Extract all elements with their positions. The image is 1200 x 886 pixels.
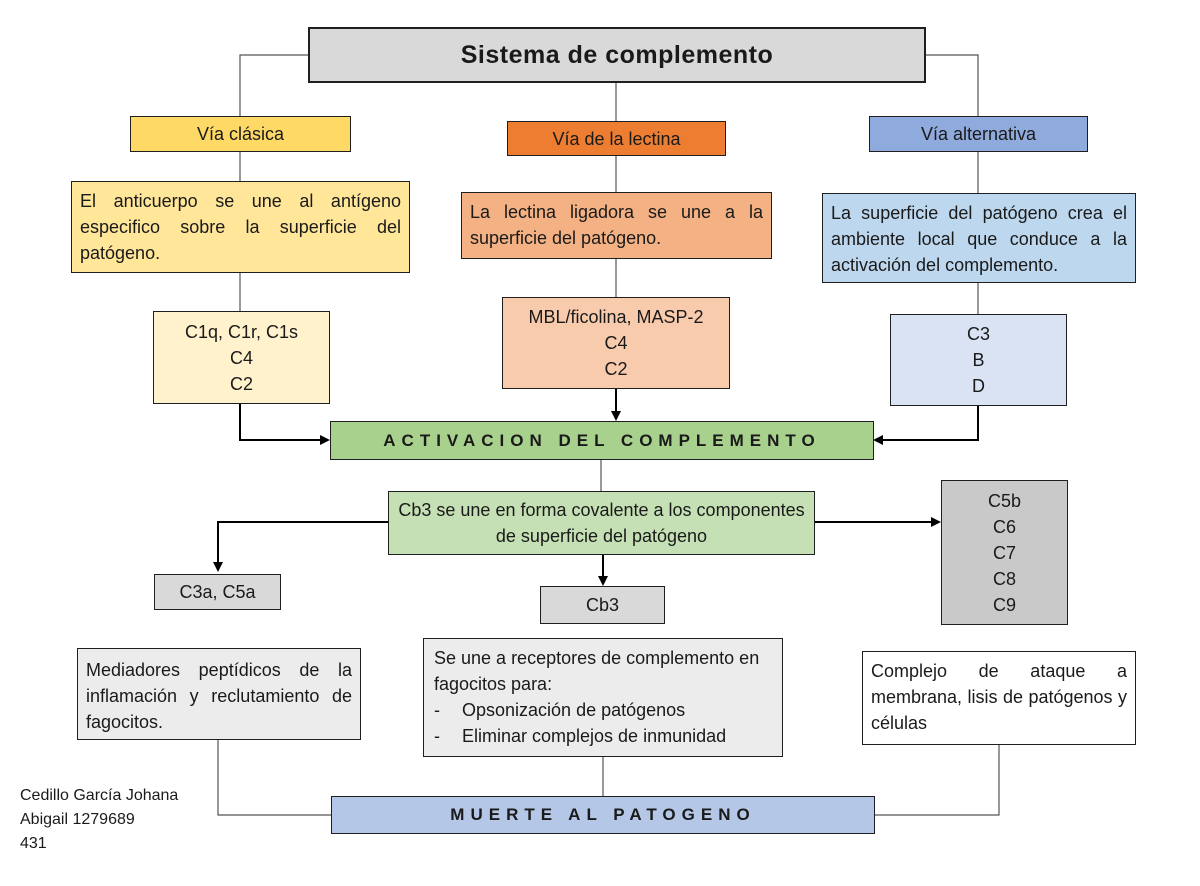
center-product-box: Cb3 bbox=[540, 586, 665, 624]
right-product-1: C5b bbox=[987, 490, 1022, 511]
classic-path-description: El anticuerpo se une al antígeno especif… bbox=[71, 181, 410, 273]
center-effect-list: Opsonización de patógenos Eliminar compl… bbox=[434, 697, 772, 749]
diagram-title-text: Sistema de complemento bbox=[460, 41, 774, 69]
cb3-binding-box: Cb3 se une en forma covalente a los comp… bbox=[388, 491, 815, 555]
lectin-path-components: MBL/ficolina, MASP-2 C4 C2 bbox=[502, 297, 730, 389]
activation-box: ACTIVACION DEL COMPLEMENTO bbox=[330, 421, 874, 460]
right-products-box: C5b C6 C7 C8 C9 bbox=[941, 480, 1068, 625]
lectin-path-label: Vía de la lectina bbox=[507, 121, 726, 156]
list-item: Opsonización de patógenos bbox=[434, 697, 772, 723]
alternative-component-1: C3 bbox=[966, 324, 990, 344]
right-product-5: C9 bbox=[992, 594, 1016, 615]
left-product-box: C3a, C5a bbox=[154, 574, 281, 610]
center-effect-box: Se une a receptores de complemento en fa… bbox=[423, 638, 783, 757]
right-effect-box: Complejo de ataque a membrana, lisis de … bbox=[862, 651, 1136, 745]
alternative-path-components: C3 B D bbox=[890, 314, 1067, 406]
right-product-3: C7 bbox=[992, 542, 1016, 563]
lectin-component-3: C2 bbox=[604, 359, 628, 379]
classic-path-components: C1q, C1r, C1s C4 C2 bbox=[153, 311, 330, 404]
classic-component-3: C2 bbox=[229, 373, 253, 394]
author-line-1: Cedillo García Johana bbox=[20, 787, 179, 804]
author-line-2: Abigail 1279689 bbox=[20, 811, 135, 828]
alternative-path-description: La superficie del patógeno crea el ambie… bbox=[822, 193, 1136, 283]
author-line-3: 431 bbox=[20, 835, 47, 852]
list-item: Eliminar complejos de inmunidad bbox=[434, 723, 772, 749]
classic-component-1: C1q, C1r, C1s bbox=[184, 321, 299, 342]
classic-component-2: C4 bbox=[229, 347, 253, 368]
left-effect-box: Mediadores peptídicos de la inflamación … bbox=[77, 648, 361, 740]
death-box: MUERTE AL PATOGENO bbox=[331, 796, 875, 834]
alternative-component-3: D bbox=[972, 376, 985, 396]
alternative-component-2: B bbox=[972, 350, 985, 370]
lectin-component-2: C4 bbox=[604, 333, 628, 353]
center-effect-intro: Se une a receptores de complemento en fa… bbox=[434, 648, 760, 694]
alternative-path-label: Vía alternativa bbox=[869, 116, 1088, 152]
right-product-2: C6 bbox=[992, 516, 1016, 537]
classic-path-label: Vía clásica bbox=[130, 116, 351, 152]
lectin-component-1: MBL/ficolina, MASP-2 bbox=[528, 307, 704, 327]
right-product-4: C8 bbox=[992, 568, 1016, 589]
lectin-path-description: La lectina ligadora se une a la superfic… bbox=[461, 192, 772, 259]
diagram-title: Sistema de complemento bbox=[308, 27, 926, 83]
author-info: Cedillo García Johana Abigail 1279689 43… bbox=[20, 784, 178, 856]
